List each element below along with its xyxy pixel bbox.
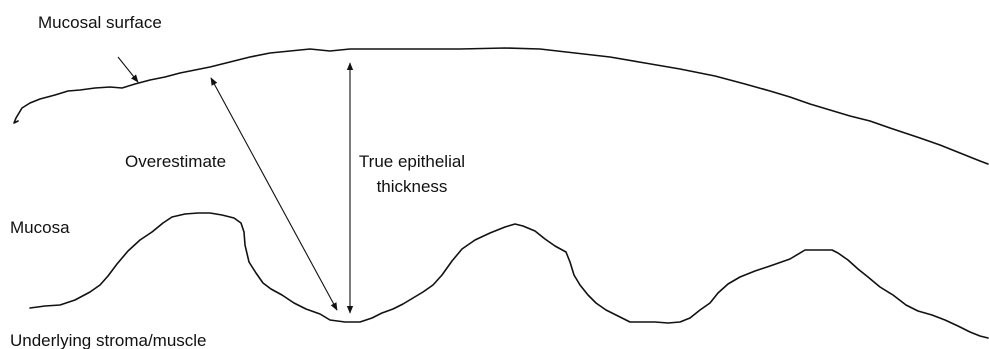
mucosa-label: Mucosa: [10, 218, 70, 237]
mucosal-surface-pointer: [118, 57, 138, 82]
stroma-boundary-line: [30, 213, 988, 338]
mucosal-surface-label: Mucosal surface: [38, 13, 162, 32]
overestimate-label: Overestimate: [125, 152, 226, 171]
true-thickness-label-line2: thickness: [377, 177, 448, 196]
mucosal-surface-line: [14, 48, 988, 164]
overestimate-arrow: [211, 78, 337, 310]
true-thickness-label-line1: True epithelial: [359, 152, 465, 171]
underlying-stroma-label: Underlying stroma/muscle: [10, 331, 207, 349]
